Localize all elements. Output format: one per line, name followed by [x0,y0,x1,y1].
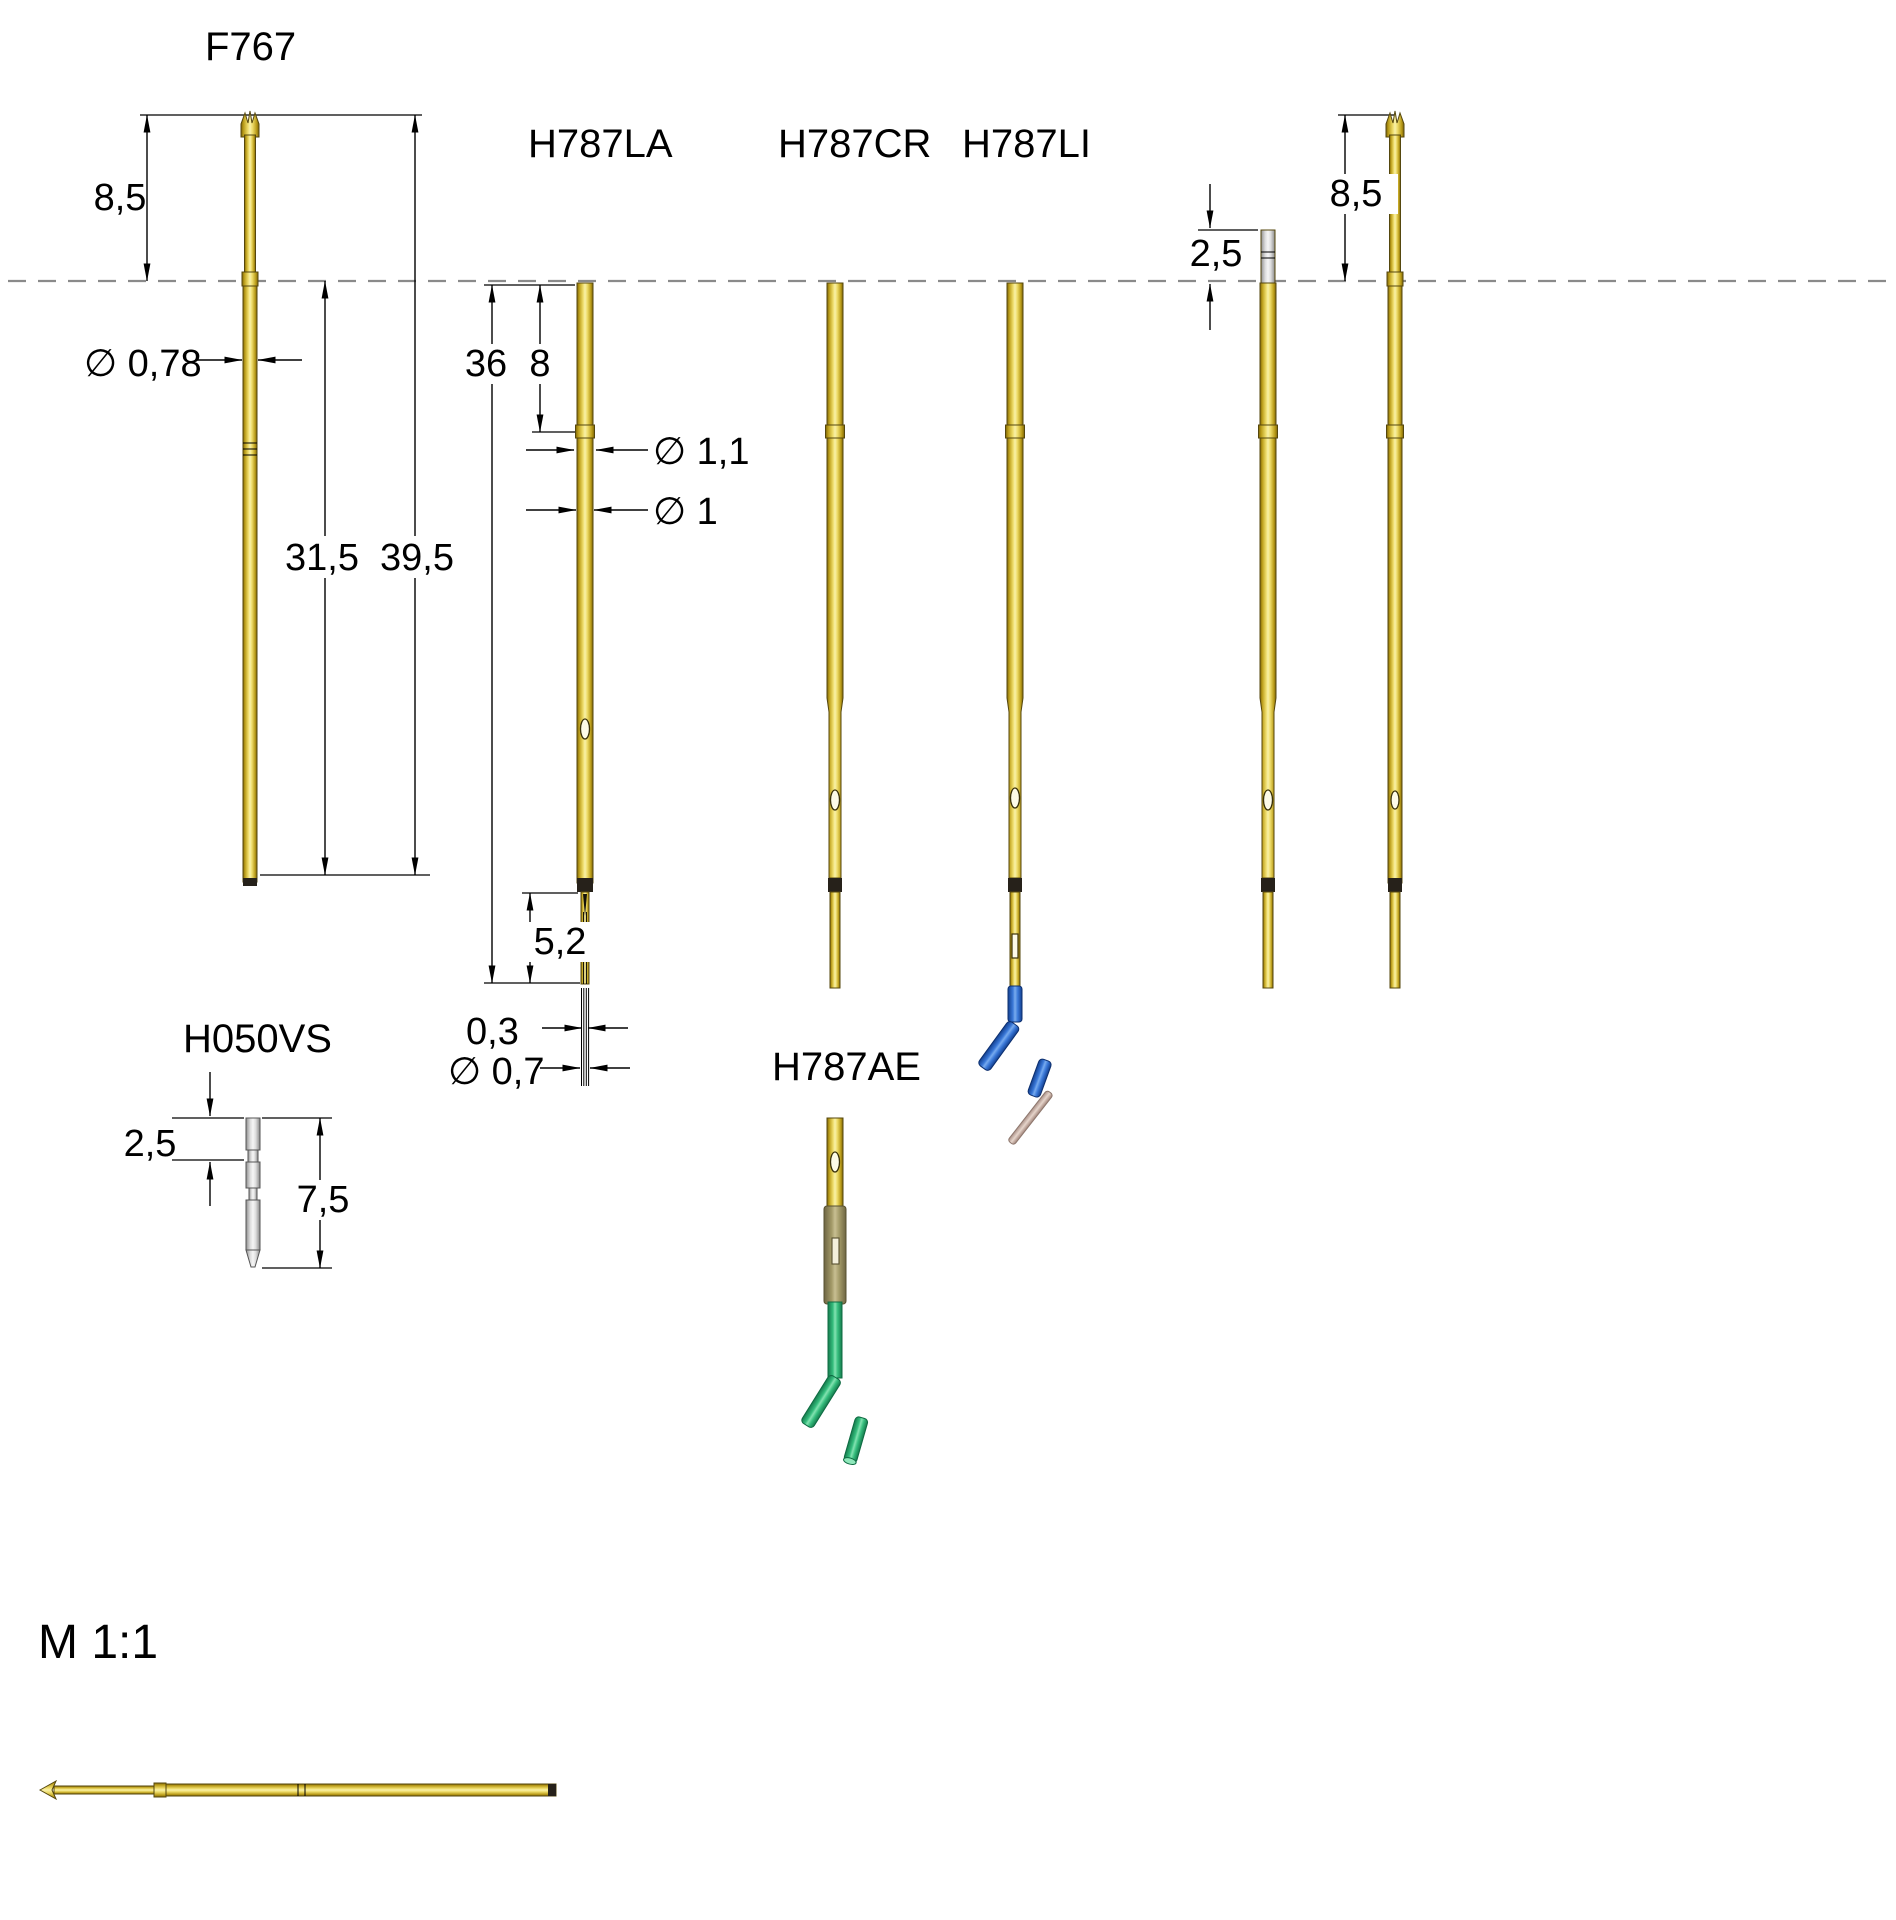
taper-tip [245,1249,261,1268]
plunger [53,1785,155,1795]
barrel [165,1783,557,1797]
crimp-tube [1262,891,1274,989]
dim-f767-barrel-len: 31,5 [285,537,359,579]
blue-elbow [978,1021,1020,1071]
vent-hole [829,789,841,811]
green-connector [827,1301,843,1379]
dim-f767-tip-len: 8,5 [94,177,147,219]
dim-right-crown-len: 8,5 [1330,173,1383,215]
barrel [576,282,594,884]
groove [247,1149,259,1163]
barrel [826,282,844,879]
end-cap [548,1784,556,1796]
end-cap [577,878,593,892]
end-cap [243,878,257,886]
vent-hole [829,1151,841,1173]
dim-right-tip-len: 2,5 [1190,233,1243,275]
dim-h787la-slot: 0,3 [466,1011,519,1053]
dim-h787la-tip-len: 5,2 [534,921,587,963]
dim-bg [460,344,512,384]
tip-slot [583,894,587,916]
vent-hole [579,718,591,740]
dim-h787la-head-len: 8 [529,343,550,385]
body-upper [245,1161,261,1189]
plunger [244,134,256,275]
crimp-tube [829,891,841,989]
dim-h050vs-tip-len: 2,5 [124,1123,177,1165]
label-h787ae: H787AE [772,1045,921,1089]
insulated-tip [1260,229,1276,284]
lead-wire [1008,1090,1053,1145]
tube-slot [1011,933,1019,959]
label-scale: M 1:1 [38,1616,158,1669]
label-h050vs: H050VS [183,1017,332,1061]
crimp-tube [1389,891,1401,989]
crown-tip [38,1779,58,1801]
dim-bg [1316,174,1398,214]
crimp-band [575,424,595,439]
end-cap [1388,878,1402,892]
dim-f767-dia: ∅ 0,78 [84,343,202,385]
probe-h787cr [825,282,845,989]
crimp-band [1386,424,1404,439]
end-cap [828,878,842,892]
end-cap [1008,878,1022,892]
dim-bg [375,536,459,578]
vent-hole [1390,790,1400,810]
probe-h050vs [245,1117,261,1268]
end-cap [1261,878,1275,892]
sleeve-slot [831,1237,840,1265]
body-lower [245,1199,261,1251]
dim-h050vs-total-len: 7,5 [297,1179,350,1221]
crimp-band [1258,424,1278,439]
crimp-band [1005,424,1025,439]
head [245,1117,261,1151]
barrel [1259,282,1277,879]
label-h787cr: H787CR [778,122,931,166]
dim-bg [280,536,364,578]
crown-tip [1385,110,1405,138]
dim-h787la-dia-outer: ∅ 1,1 [653,431,749,473]
crimp-band [825,424,845,439]
dim-h787la-len: 36 [465,343,507,385]
barrel [242,285,258,883]
probe-h787ae [801,1117,869,1465]
green-end [843,1457,857,1465]
collar [1386,271,1404,287]
vent-hole [1009,787,1021,809]
blue-connector [1007,985,1023,1023]
label-h787li: H787LI [962,122,1091,166]
probe-right-receptacle [1258,229,1278,989]
green-elbow [801,1375,841,1428]
label-h787la: H787LA [528,122,673,166]
label-f767: F767 [205,25,296,69]
probe-h787li [978,282,1053,1145]
probe-f767 [240,110,260,886]
dim-bg [522,922,598,962]
probe-h787la [575,282,595,985]
crown-tip [240,110,260,138]
dim-f767-total-len: 39,5 [380,537,454,579]
groove-lower [248,1187,258,1201]
dim-bg [286,1180,362,1220]
dim-h787la-tip-dia: ∅ 0,7 [448,1051,544,1093]
dimension-texts: 8,5 ∅ 0,78 31,5 39,5 36 8 ∅ 1,1 ∅ 1 5,2 … [84,173,1398,1221]
collar [153,1782,167,1798]
dim-bg [524,344,556,384]
collar [241,271,259,287]
dim-h787la-dia-barrel: ∅ 1 [653,491,718,533]
vent-hole [1262,789,1274,811]
blue-elbow-lower [1027,1058,1052,1098]
labels: F767 H787LA H787CR H787LI H050VS H787AE … [38,25,1091,1669]
probe-scale-1to1 [38,1779,557,1801]
